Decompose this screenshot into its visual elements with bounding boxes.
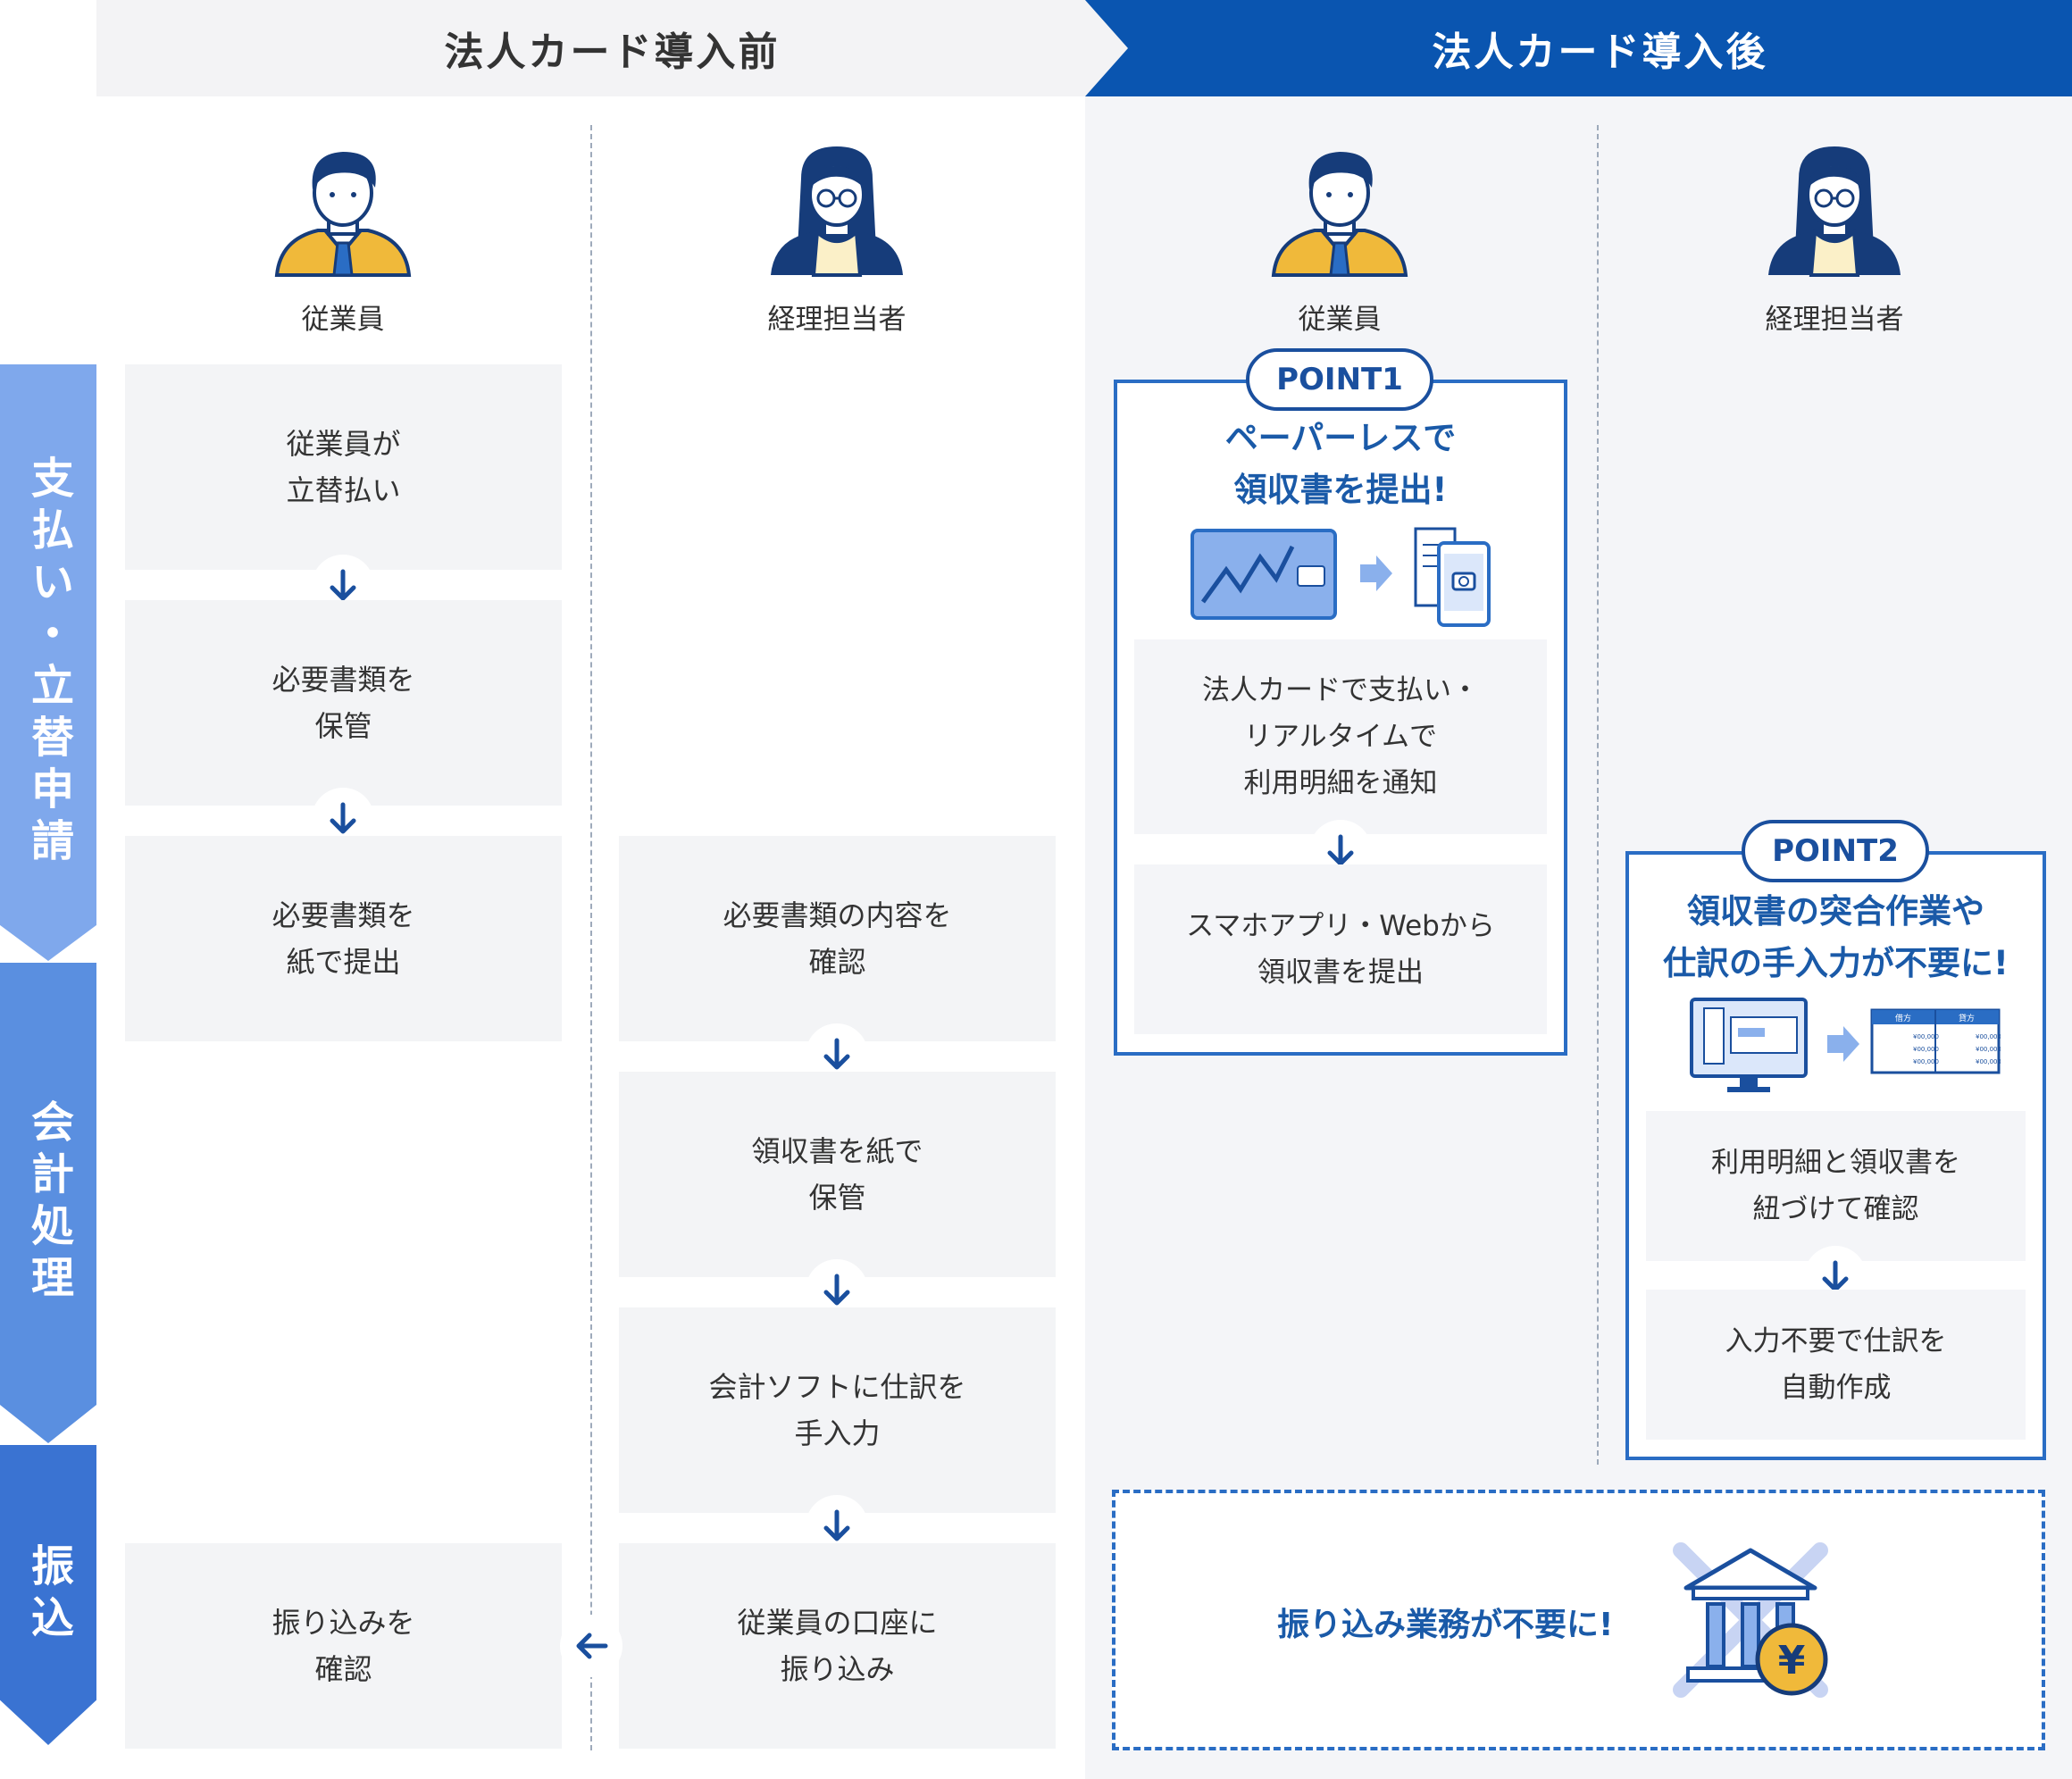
ledger-amount: ¥00,000 <box>1976 1058 2001 1065</box>
transfer-unneeded-box <box>1112 1490 2045 1750</box>
step-keep-documents: 必要書類を 保管 <box>125 600 562 806</box>
divider-after <box>1597 125 1599 1465</box>
step-auto-journal: 入力不要で仕訳を 自動作成 <box>1646 1290 2026 1440</box>
step-pay-with-card: 法人カードで支払い・ リアルタイムで 利用明細を通知 <box>1134 639 1547 834</box>
phase-accounting: 会計処理 <box>0 963 96 1443</box>
accountant-icon <box>1768 146 1901 277</box>
step-link-receipts: 利用明細と領収書を 紐づけて確認 <box>1646 1111 2026 1261</box>
ledger-amount: ¥00,000 <box>1976 1046 2001 1053</box>
divider-before <box>590 125 592 1750</box>
point1-title: ペーパーレスで 領収書を提出! <box>1224 419 1457 509</box>
after-accountant-label: 経理担当者 <box>1765 304 1904 336</box>
ledger-amount: ¥00,000 <box>1913 1033 1939 1040</box>
after-employee-label: 従業員 <box>1298 304 1382 336</box>
employee-icon <box>1271 152 1408 277</box>
header-before: 法人カード導入前 <box>96 0 1128 96</box>
step-manual-journal: 会計ソフトに仕訳を 手入力 <box>619 1307 1056 1513</box>
point2-badge: POINT2 <box>1742 820 1929 882</box>
pc-to-ledger-illustration: 借方 貸方 ¥00,000 ¥00,000 ¥00,000 ¥00,000 ¥0… <box>1690 998 2001 1092</box>
arrow-left-icon <box>560 1615 622 1677</box>
step-submit-via-app: スマホアプリ・Webから 領収書を提出 <box>1134 864 1547 1034</box>
ledger-amount: ¥00,000 <box>1913 1058 1939 1065</box>
accountant-icon <box>771 146 903 277</box>
ledger-amount: ¥00,000 <box>1976 1033 2001 1040</box>
step-submit-paper: 必要書類を 紙で提出 <box>125 836 562 1041</box>
step-check-documents: 必要書類の内容を 確認 <box>619 836 1056 1041</box>
card-to-phone-illustration <box>1191 527 1491 627</box>
phase-payment-label: 支払い・立替申請 <box>23 455 73 870</box>
phase-transfer-label: 振込 <box>23 1543 73 1647</box>
step-bank-transfer: 従業員の口座に 振り込み <box>619 1543 1056 1749</box>
point2-title: 領収書の突合作業や 仕訳の手入力が不要に! <box>1663 892 2009 982</box>
step-employee-advance-pay: 従業員が 立替払い <box>125 364 562 570</box>
point1-badge: POINT1 <box>1246 348 1433 411</box>
header-after: 法人カード導入後 <box>1085 0 2072 96</box>
ledger-amount: ¥00,000 <box>1913 1046 1939 1053</box>
before-employee-label: 従業員 <box>301 304 385 336</box>
employee-icon <box>274 152 412 277</box>
phase-payment: 支払い・立替申請 <box>0 364 96 961</box>
phase-accounting-label: 会計処理 <box>23 1099 73 1307</box>
ledger-debit-header: 借方 <box>1895 1013 1911 1023</box>
bank-yen-icon: ¥ <box>1673 1542 1828 1698</box>
step-keep-receipts: 領収書を紙で 保管 <box>619 1072 1056 1277</box>
yen-symbol: ¥ <box>1778 1638 1806 1683</box>
before-accountant-label: 経理担当者 <box>767 304 906 336</box>
phase-transfer: 振込 <box>0 1445 96 1745</box>
step-confirm-transfer: 振り込みを 確認 <box>125 1543 562 1749</box>
ledger-credit-header: 貸方 <box>1959 1013 1975 1023</box>
transfer-unneeded-text: 振り込み業務が不要に! <box>1277 1607 1614 1643</box>
